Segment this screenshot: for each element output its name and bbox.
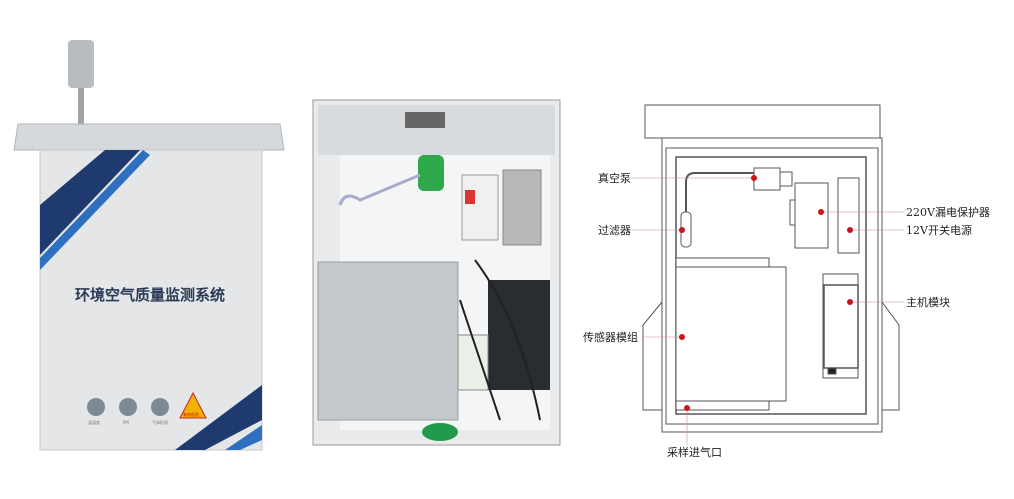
label-sampling-inlet: 采样进气口: [667, 445, 722, 459]
label-filter: 过滤器: [598, 224, 631, 237]
svg-text:有电危险: 有电危险: [183, 411, 199, 417]
label-host-module: 主机模块: [906, 295, 950, 309]
label-leakage-protector: 220V漏电保护器: [906, 205, 990, 219]
thermometer-icon: [87, 398, 105, 416]
cabinet-exterior-photo: 环境空气质量监测系统 温湿度 PM 气体检测 有电危险: [13, 40, 285, 451]
marker-switching-psu: [847, 227, 853, 233]
svg-text:气体检测: 气体检测: [152, 419, 168, 425]
marker-sampling-inlet: [684, 405, 690, 411]
marker-filter: [679, 227, 685, 233]
schematic-leader-lines: [632, 177, 904, 445]
gas-icon: [151, 398, 169, 416]
svg-text:PM: PM: [123, 420, 129, 425]
cabinet-title: 环境空气质量监测系统: [75, 286, 225, 304]
marker-host-module: [847, 299, 853, 305]
label-vacuum-pump: 真空泵: [598, 171, 631, 185]
svg-text:温湿度: 温湿度: [88, 419, 100, 425]
label-sensor-module: 传感器模组: [583, 330, 638, 344]
cabinet-interior-photo: [312, 99, 561, 446]
cabinet-schematic: [642, 104, 900, 433]
marker-vacuum-pump: [751, 175, 757, 181]
sampling-head: [68, 40, 94, 88]
marker-leakage-protector: [818, 209, 824, 215]
label-switching-psu: 12V开关电源: [906, 223, 972, 237]
decor-stripe: [40, 150, 140, 255]
sensor-module-photo: [317, 261, 459, 421]
cloud-icon: [119, 398, 137, 416]
marker-sensor-module: [679, 334, 685, 340]
warning-icon: [179, 391, 207, 419]
fan-icon: [405, 112, 445, 128]
